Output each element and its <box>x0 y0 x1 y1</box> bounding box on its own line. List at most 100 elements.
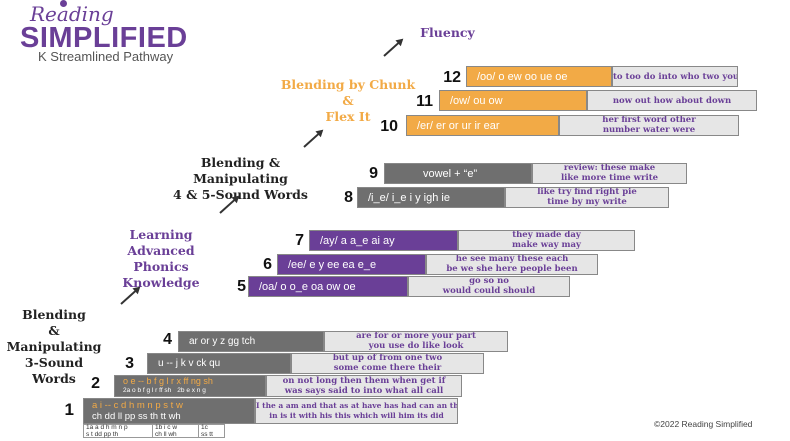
substep-line: ch ll wh <box>155 430 177 438</box>
stage-line: Learning <box>129 227 193 242</box>
substep-2b: 2b e x n g <box>177 387 206 394</box>
words-line: go so no <box>469 276 509 286</box>
words-line: like more time write <box>560 172 659 183</box>
substep-line: 1a a d h m n p <box>86 424 128 431</box>
step-11-words-box: now out how about down <box>587 90 757 111</box>
step-number: 1 <box>64 400 74 419</box>
stage-blending-4-5-sound: Blending & Manipulating 4 & 5-Sound Word… <box>168 155 313 203</box>
stage-line: & <box>342 93 354 108</box>
step-1-phonics-box: a i -- c d h m n p s t w ch dd ll pp ss … <box>83 398 255 424</box>
words-line: make way may <box>512 239 581 250</box>
phonics-subline: 2a o b f g l r ff sh 2b e x n g <box>123 386 206 396</box>
step-number: 7 <box>295 232 304 249</box>
phonics-line: /ow/ ou ow <box>450 94 503 107</box>
step-11-phonics-box: /ow/ ou ow <box>439 90 587 111</box>
phonics-line: u -- j k v ck qu <box>158 358 221 369</box>
step-8-words-box: like try find right pie time by my write <box>505 187 669 208</box>
phonics-line: /er/ er or ur ir ear <box>417 119 500 132</box>
step-10-words-box: her first word other number water were <box>559 115 739 136</box>
step-number: 3 <box>125 355 134 372</box>
step-8-phonics-box: /i_e/ i_e i y igh ie <box>357 187 505 208</box>
step-7-words-box: they made day make way may <box>458 230 635 251</box>
step-number: 11 <box>416 93 433 110</box>
step-10-phonics-box: /er/ er or ur ir ear <box>406 115 559 136</box>
step-number: 9 <box>369 165 378 182</box>
stage-advanced-phonics: Learning Advanced Phonics Knowledge <box>102 227 220 291</box>
substep-line: 1c <box>201 424 208 431</box>
words-line: to too do into who two you <box>613 71 738 82</box>
step-2-phonics-box: o e -- b f g l r x ff ng sh 2a o b f g l… <box>114 375 266 397</box>
phonics-line: o e -- b f g l r x ff ng sh <box>123 376 213 386</box>
step-number: 4 <box>163 331 172 348</box>
step-9-words-box: review: these make like more time write <box>532 163 687 184</box>
substep-line: s t dd pp th <box>86 430 119 438</box>
words-line: review: these make <box>563 163 656 173</box>
step-5-phonics-box: /oa/ o o_e oa ow oe <box>248 276 408 297</box>
phonics-line: ar or y z gg tch <box>189 336 256 347</box>
words-line: number water were <box>602 124 696 135</box>
stage-line: Knowledge <box>122 275 200 290</box>
stage-line: Manipulating <box>193 171 288 186</box>
phonics-line: /oa/ o o_e oa ow oe <box>259 280 356 293</box>
stage-line: Flex It <box>325 109 371 124</box>
words-line: he see many these each <box>455 254 569 264</box>
substep-line: ss tt <box>201 430 213 438</box>
phonics-line: /oo/ o ew oo ue oe <box>477 70 568 83</box>
words-line: like try find right pie <box>537 187 637 197</box>
stage-line: Blending by Chunk <box>280 77 416 92</box>
step-3-phonics-box: u -- j k v ck qu <box>147 353 291 374</box>
words-line: they made day <box>512 230 581 240</box>
step-3-words-box: but up of from one two some come there t… <box>291 353 484 374</box>
phonics-line: /ee/ e y ee ea e_e <box>288 258 377 271</box>
words-line: would could should <box>442 285 536 296</box>
phonics-line: a i -- c d h m n p s t w <box>92 400 183 411</box>
step-number: 12 <box>443 69 461 86</box>
phonics-line: /i_e/ i_e i y igh ie <box>368 191 450 204</box>
words-line: in is it with his this which will him it… <box>269 411 444 420</box>
words-line: on not long then them when get if <box>282 376 446 386</box>
phonics-line: ch dd ll pp ss th tt wh <box>92 411 181 422</box>
stage-line: Blending & <box>200 155 281 170</box>
substep-2a: 2a o b f g l r ff sh <box>123 387 172 394</box>
step-number: 2 <box>91 375 100 392</box>
step-number: 8 <box>344 189 353 206</box>
words-line: her first word other <box>602 115 696 125</box>
words-line: now out how about down <box>612 95 732 106</box>
stage-blending-3-sound: Blending & Manipulating 3-Sound Words <box>4 307 104 387</box>
words-line: but up of from one two <box>332 353 443 363</box>
stage-blending-chunk: Blending by Chunk & Flex It <box>273 77 423 125</box>
logo-subtitle: K Streamlined Pathway <box>38 49 174 64</box>
step-12-phonics-box: /oo/ o ew oo ue oe <box>466 66 612 87</box>
substep-line: 1b i c w <box>155 424 178 431</box>
step-7-phonics-box: /ay/ a a_e ai ay <box>309 230 458 251</box>
words-line: are for or more your part <box>356 331 476 341</box>
stage-line: Advanced Phonics <box>127 243 195 274</box>
words-line: you use do like look <box>368 340 464 351</box>
stage-fluency: Fluency <box>420 25 475 40</box>
step-1-words-box: I the a am and that as at have has had c… <box>255 398 458 424</box>
step-4-words-box: are for or more your part you use do lik… <box>324 331 508 352</box>
words-line: time by my write <box>547 196 627 207</box>
words-line: be we she here people been <box>446 263 578 274</box>
arrow-icon <box>303 130 323 148</box>
step-12-words-box: to too do into who two you <box>612 66 738 87</box>
step-4-phonics-box: ar or y z gg tch <box>178 331 324 352</box>
arrow-icon <box>383 39 403 57</box>
step-6-phonics-box: /ee/ e y ee ea e_e <box>277 254 426 275</box>
words-line: some come there their <box>333 362 442 373</box>
step-number: 6 <box>263 256 272 273</box>
stage-line: & Manipulating <box>6 323 102 354</box>
step-5-words-box: go so no would could should <box>408 276 570 297</box>
words-line: I the a am and that as at have has had c… <box>256 401 458 410</box>
phonics-line: /ay/ a a_e ai ay <box>320 234 395 247</box>
copyright-text: ©2022 Reading Simplified <box>654 419 753 429</box>
step-number: 10 <box>380 118 398 135</box>
logo-apple-icon <box>60 0 67 7</box>
stage-line: 3-Sound Words <box>24 355 84 386</box>
step-9-phonics-box: vowel + “e” <box>384 163 532 184</box>
phonics-line: vowel + “e” <box>423 167 478 180</box>
